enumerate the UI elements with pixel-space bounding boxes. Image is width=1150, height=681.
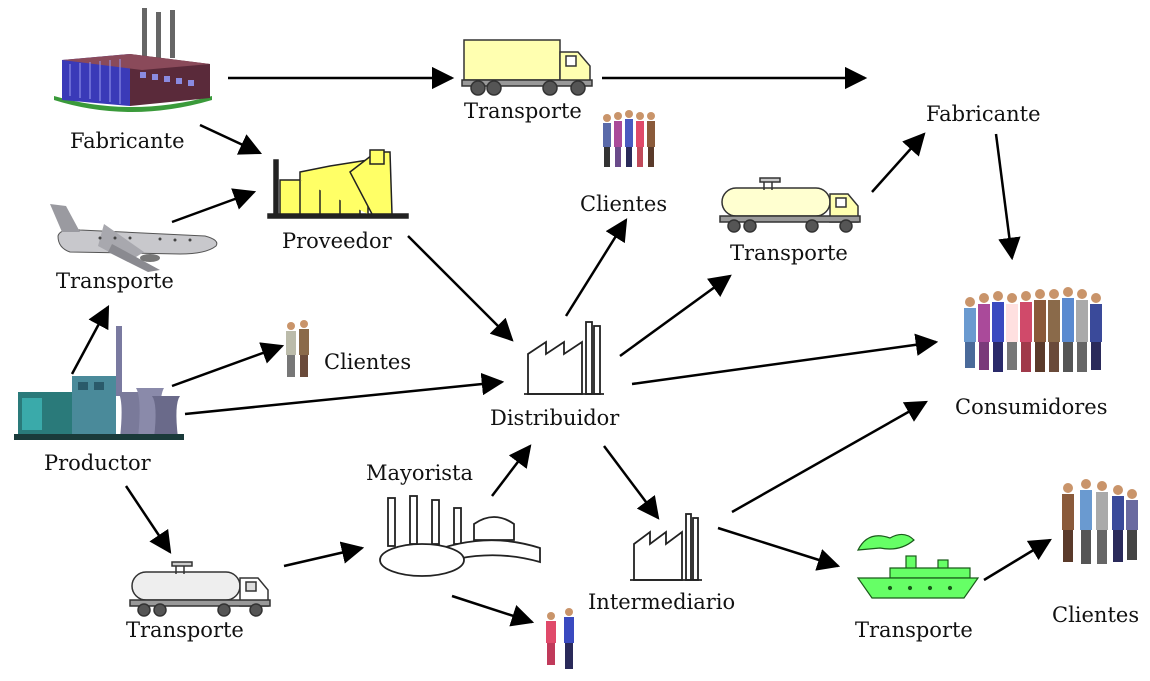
arrow-distribuidor-to-tanker: [619, 274, 732, 358]
refinery-icon: [379, 495, 541, 577]
arrow-mayorista-to-clientes: [451, 594, 535, 627]
arrow-productor-to-distribuidor: [184, 372, 505, 416]
label-transporte-top: Transporte: [464, 99, 582, 123]
label-transporte-ship: Transporte: [855, 618, 973, 642]
arrow-fabricante-to-consumidores: [994, 133, 1021, 261]
label-clientes-left: Clientes: [324, 350, 412, 374]
power-plant-icon: [14, 326, 184, 440]
arrow-fabricante-to-proveedor: [199, 123, 263, 155]
factory-icon: [54, 8, 212, 112]
arrow-ship-to-clientes: [983, 538, 1052, 582]
label-distribuidor: Distribuidor: [490, 406, 620, 430]
arrows: [70, 66, 1052, 627]
small-factory-icon: [524, 321, 604, 395]
arrow-distribuidor-to-clientes: [564, 218, 628, 317]
label-productor: Productor: [44, 451, 151, 475]
small-factory-icon: [630, 513, 702, 581]
people-pair-icon: [286, 320, 309, 377]
label-consumidores: Consumidores: [955, 395, 1108, 419]
arrow-plane-to-proveedor: [171, 188, 257, 224]
supplier-plant-icon: [267, 149, 409, 219]
arrow-productor-to-clientes: [171, 342, 285, 388]
arrow-productor-to-transporte: [124, 485, 172, 554]
people-pair-icon: [546, 608, 574, 669]
people-group-icon: [1062, 479, 1138, 564]
tanker-truck-icon: [129, 561, 271, 617]
label-intermediario: Intermediario: [588, 590, 736, 614]
arrow-proveedor-to-distribuidor: [407, 235, 514, 342]
ship-icon: [856, 533, 980, 599]
label-transporte-plane: Transporte: [56, 269, 174, 293]
airplane-icon: [50, 204, 218, 272]
label-clientes-top: Clientes: [580, 192, 668, 216]
label-proveedor: Proveedor: [282, 229, 392, 253]
label-fabricante-right: Fabricante: [926, 102, 1041, 126]
arrow-distribuidor-to-intermediario: [603, 445, 660, 520]
arrow-intermediario-to-consumidores: [731, 400, 928, 514]
tanker-truck-icon: [719, 177, 861, 233]
label-clientes-bottom-right: Clientes: [1052, 603, 1140, 627]
arrow-distribuidor-to-consumidores: [631, 333, 939, 386]
label-mayorista: Mayorista: [366, 461, 474, 485]
arrow-intermediario-to-ship: [717, 526, 841, 571]
label-transporte-tanker: Transporte: [730, 241, 848, 265]
truck-icon: [461, 39, 593, 96]
arrow-tanker-to-fabricante: [871, 132, 926, 193]
arrow-transporte-to-mayorista: [283, 541, 365, 568]
arrow-mayorista-to-distribuidor: [491, 444, 532, 497]
label-transporte-bottom-left: Transporte: [126, 618, 244, 642]
arrow-productor-to-plane: [70, 305, 110, 375]
crowd-icon: [964, 287, 1102, 372]
people-group-icon: [603, 110, 655, 167]
label-fabricante-left: Fabricante: [70, 129, 185, 153]
